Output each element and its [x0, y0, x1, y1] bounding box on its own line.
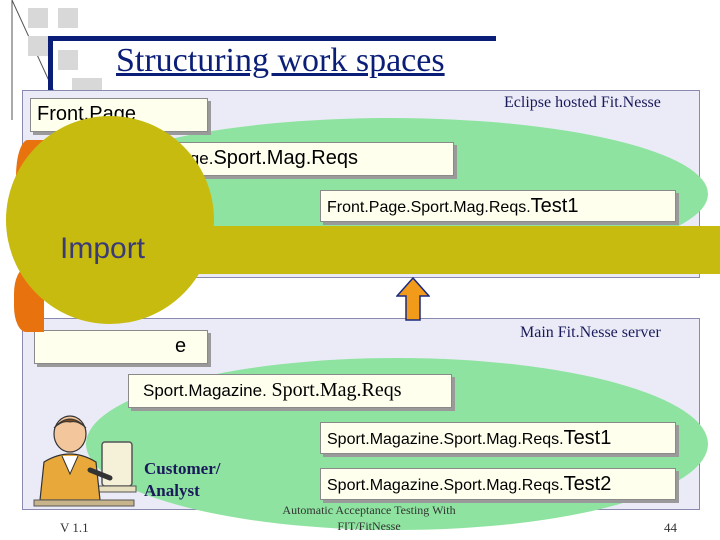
title-rule-vertical	[48, 36, 53, 120]
eclipse-reqs-page-name: Sport.Mag.Reqs	[213, 147, 358, 169]
main-test1-prefix: Sport.Magazine.Sport.Mag.Reqs.	[327, 431, 564, 448]
main-reqs-page-name: Sport.Mag.Reqs	[271, 379, 402, 401]
title-rule	[48, 36, 496, 41]
up-arrow-icon	[396, 276, 430, 321]
main-root-page[interactable]: e	[34, 330, 208, 364]
main-root-page-label: e	[175, 335, 187, 357]
user-role-line2: Analyst	[144, 481, 200, 500]
main-test2-page[interactable]: Sport.Magazine.Sport.Mag.Reqs.Test2	[320, 468, 676, 500]
page-number: 44	[664, 520, 677, 535]
footer-center: Automatic Acceptance Testing With FIT/Fi…	[262, 502, 476, 534]
footer-center-line1: Automatic Acceptance Testing With	[282, 503, 456, 517]
decorative-square	[58, 8, 78, 28]
eclipse-panel-label: Eclipse hosted Fit.Nesse	[504, 94, 661, 111]
user-role-line1: Customer/	[144, 459, 221, 478]
main-reqs-page[interactable]: Sport.Magazine. Sport.Mag.Reqs	[128, 374, 452, 408]
main-panel-label: Main Fit.Nesse server	[520, 324, 661, 341]
main-test1-page[interactable]: Sport.Magazine.Sport.Mag.Reqs.Test1	[320, 422, 676, 454]
main-reqs-page-prefix: Sport.Magazine.	[143, 381, 272, 400]
eclipse-test1-name: Test1	[530, 195, 579, 217]
main-test2-prefix: Sport.Magazine.Sport.Mag.Reqs.	[327, 477, 564, 494]
main-test2-name: Test2	[563, 473, 612, 495]
person-at-computer-icon	[33, 415, 137, 507]
user-role-label: Customer/ Analyst	[144, 458, 220, 502]
eclipse-test1-prefix: Front.Page.Sport.Mag.Reqs.	[327, 199, 531, 216]
footer-center-line2: FIT/FitNesse	[337, 519, 401, 533]
decorative-square	[28, 36, 48, 56]
import-band	[160, 226, 720, 274]
main-test1-name: Test1	[563, 427, 612, 449]
eclipse-test1-page[interactable]: Front.Page.Sport.Mag.Reqs.Test1	[320, 190, 676, 222]
decorative-square	[28, 8, 48, 28]
import-circle	[6, 116, 214, 324]
version-label: V 1.1	[60, 520, 89, 535]
decorative-square	[58, 50, 78, 70]
import-label: Import	[60, 232, 146, 265]
slide-title: Structuring work spaces	[116, 42, 445, 79]
